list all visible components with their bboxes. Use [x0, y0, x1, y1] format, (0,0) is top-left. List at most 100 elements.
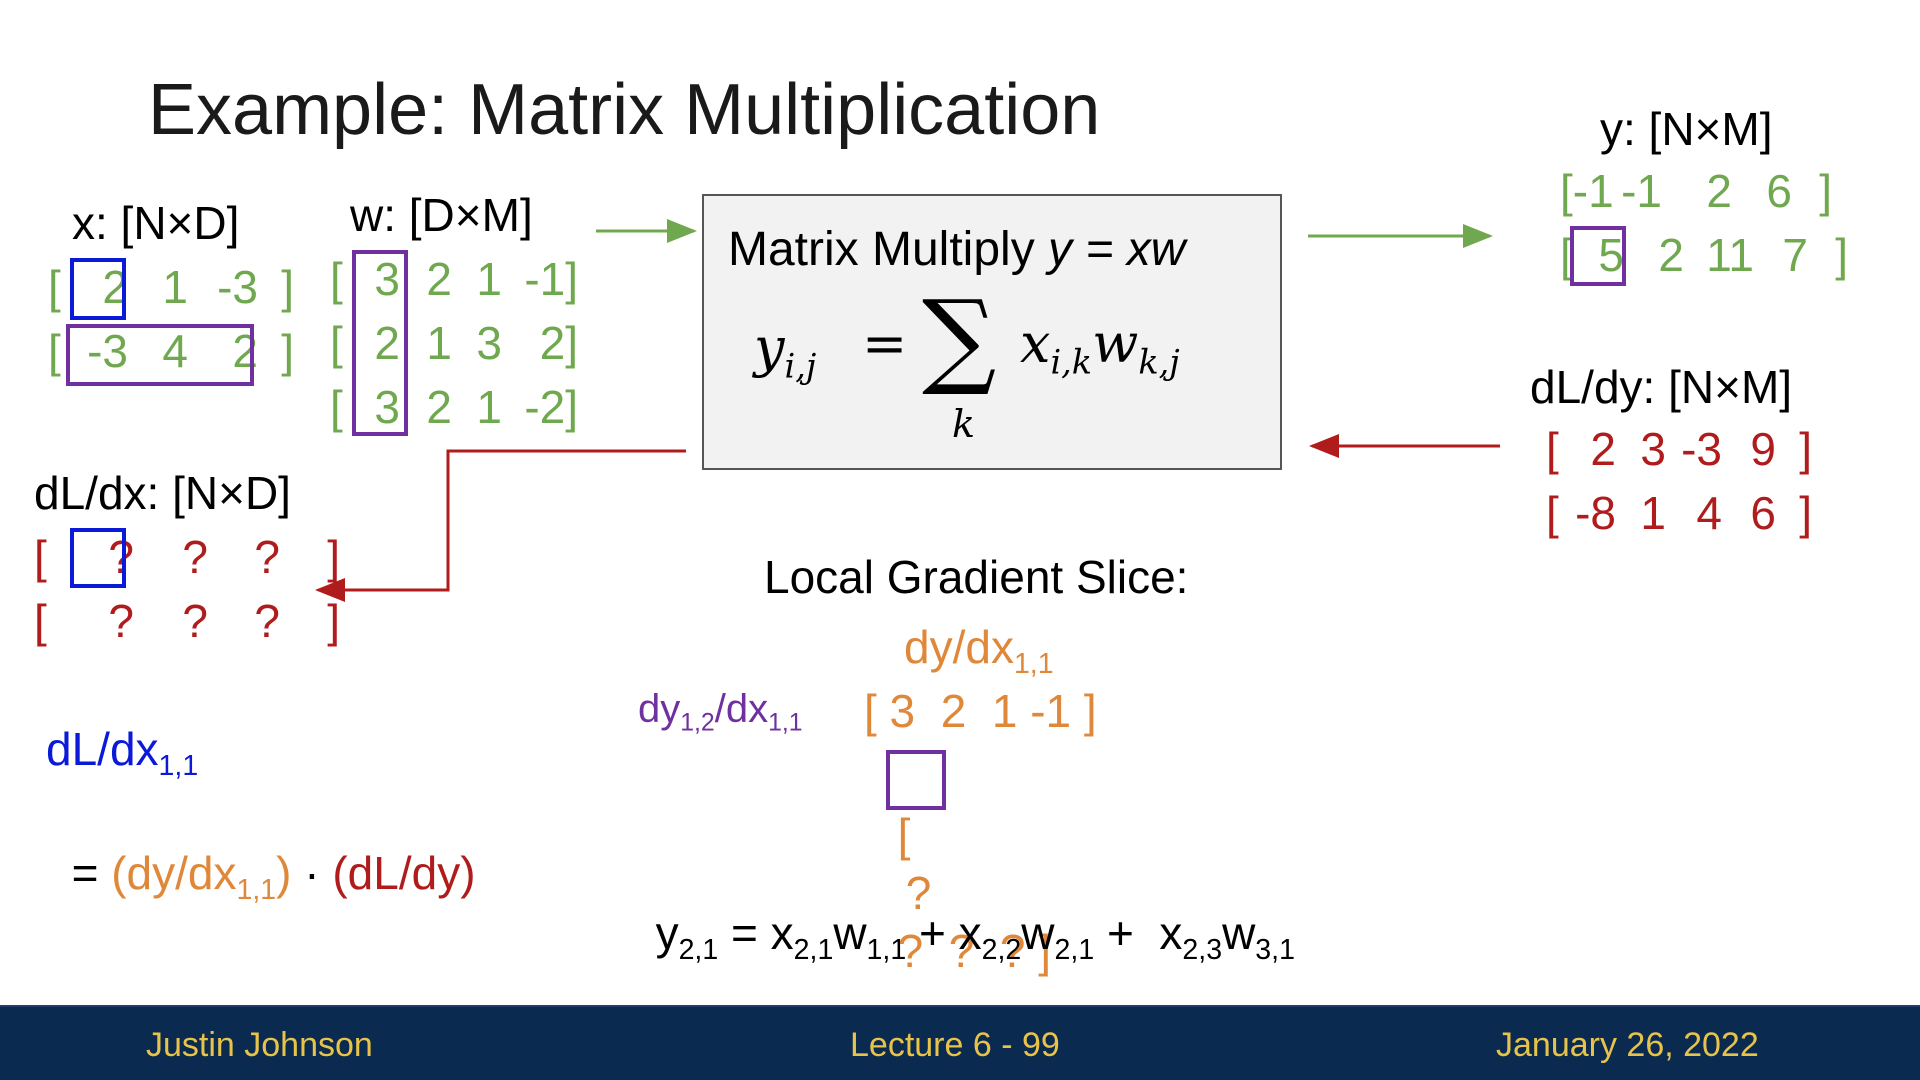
- y-r1-c2: -1: [1621, 165, 1662, 217]
- y-r2-c4: 7: [1782, 229, 1808, 281]
- x-r1-open: [: [48, 261, 61, 313]
- chain-dldx-sub: 1,1: [158, 749, 199, 782]
- chain-dldx: dL/dx: [46, 723, 159, 775]
- eq-sigma-sub: k: [952, 402, 976, 446]
- x-label: x: [N×D]: [72, 197, 240, 249]
- footer-author: Justin Johnson: [146, 1026, 373, 1064]
- x-r2-open: [: [48, 325, 61, 377]
- w-label: w: [D×M]: [350, 189, 533, 241]
- dldy-r2-c2: 1: [1640, 487, 1666, 539]
- row-label-mid: /dx: [714, 687, 769, 731]
- lg-row2-first: ?: [905, 867, 932, 919]
- local-gradient-row1: [ 3 2 1 -1 ]: [864, 685, 1097, 737]
- x-highlight-element: [70, 258, 126, 320]
- w-r2-c1: 2: [374, 317, 400, 369]
- eq-w: w: [1092, 312, 1139, 375]
- chain-part2: (dL/dy): [332, 847, 476, 899]
- y-r1-c4: 6: [1766, 165, 1792, 217]
- chain-eq: =: [71, 847, 112, 899]
- y21-t1: = x: [718, 907, 794, 959]
- x-r2-c1: -3: [87, 325, 128, 377]
- x-highlight-row: [66, 324, 254, 386]
- dldy-r1-c2: 3: [1640, 423, 1666, 475]
- dldy-r1-open: [: [1546, 423, 1559, 475]
- dldx-r2-c2: ?: [182, 595, 208, 647]
- w-r1-c4: -1]: [524, 253, 578, 305]
- w-r3-c4: -2]: [524, 381, 578, 433]
- dldx-highlight-element: [70, 528, 126, 588]
- w-r1-c3: 1: [476, 253, 502, 305]
- y21-s3: 2,2: [981, 933, 1022, 966]
- y-r2-c2: 2: [1658, 229, 1684, 281]
- w-r2-open: [: [330, 317, 343, 369]
- w-matrix: [ 3 2 1 -1] [ 2 1 3 2] [ 3 2 1 -2]: [330, 250, 578, 436]
- y21-t4: w: [1021, 907, 1055, 959]
- w-r3-open: [: [330, 381, 343, 433]
- dldy-r1-c1: 2: [1590, 423, 1616, 475]
- footer-lecture: Lecture 6 - 99: [850, 1026, 1060, 1064]
- local-gradient-row2: [ ? ? ? ? ]: [872, 748, 1051, 980]
- dldy-r2-close: ]: [1799, 487, 1812, 539]
- eq-x: x: [1020, 312, 1051, 375]
- matmul-title: Matrix Multiply y = xw: [728, 220, 1185, 280]
- y21-t5: + x: [1094, 907, 1183, 959]
- dldx-r2-close: ]: [327, 595, 340, 647]
- dldx-r2-c1: ?: [108, 595, 134, 647]
- eq-x-sub: i,k: [1050, 342, 1093, 382]
- y21-t0: y: [655, 907, 679, 959]
- footer-date: January 26, 2022: [1496, 1026, 1759, 1064]
- lg-row2-open: [: [897, 809, 911, 861]
- dldx-r1-close: ]: [327, 531, 340, 583]
- eq-w-sub: k,j: [1138, 342, 1180, 382]
- dydx-text: dy/dx: [904, 621, 1014, 673]
- y21-t2: w: [833, 907, 867, 959]
- matmul-equation-rhs: xi,kwk,j: [1020, 312, 1180, 379]
- eq-y-sub: i,j: [784, 346, 817, 386]
- dldy-r2-c4: 6: [1750, 487, 1776, 539]
- chain-dot: ·: [291, 847, 333, 899]
- w-r1-c1: 3: [374, 253, 400, 305]
- dldy-r2-c1: -8: [1575, 487, 1616, 539]
- y-matrix-row1: [-1 -1 2 6 ]: [1560, 162, 1832, 220]
- chain-rule-line2: = (dy/dx1,1) · (dL/dy): [46, 786, 476, 904]
- eq-sigma: ∑: [922, 277, 997, 399]
- w-r2-c4: 2]: [539, 317, 578, 369]
- dldx-label: dL/dx: [N×D]: [34, 467, 291, 519]
- dldx-r1-open: [: [34, 531, 47, 583]
- y-r1-c3: 2: [1706, 165, 1732, 217]
- y-r2-close: ]: [1835, 229, 1848, 281]
- y-matrix-row2: [ 5 2 11 7 ]: [1560, 226, 1848, 284]
- y21-s4: 2,1: [1054, 933, 1095, 966]
- y21-s2: 1,1: [866, 933, 907, 966]
- arrow-matmul-to-dldx: [315, 449, 686, 602]
- y-r1-c1: [-1: [1560, 165, 1614, 217]
- w-r3-c2: 2: [426, 381, 452, 433]
- dldx-r1-c2: ?: [182, 531, 208, 583]
- y21-s1: 2,1: [793, 933, 834, 966]
- w-r1-c2: 2: [426, 253, 452, 305]
- x-r1-close: ]: [281, 261, 294, 313]
- dldx-matrix: [ ? ? ? ] [ ? ? ? ]: [34, 528, 340, 650]
- dldy-r1-c4: 9: [1750, 423, 1776, 475]
- dldx-r2-open: [: [34, 595, 47, 647]
- w-r3-c3: 1: [476, 381, 502, 433]
- y-r2-open: [: [1560, 229, 1573, 281]
- slide-title: Example: Matrix Multiplication: [148, 70, 1101, 150]
- dldy-r2-c3: 4: [1696, 487, 1722, 539]
- y-label: y: [N×M]: [1600, 103, 1773, 155]
- x-r2-c2: 4: [162, 325, 188, 377]
- dldx-r2-c3: ?: [254, 595, 280, 647]
- x-r1-c3: -3: [217, 261, 258, 313]
- dldy-r2-open: [: [1546, 487, 1559, 539]
- y21-equation: y2,1 = x2,1w1,1 + x2,2w2,1 + x2,3w3,1: [630, 846, 1295, 964]
- matmul-equation-lhs: yi,j: [754, 316, 816, 383]
- row-label-dy: dy: [638, 687, 681, 731]
- eq-equals: =: [862, 312, 908, 375]
- dldy-r1-close: ]: [1799, 423, 1812, 475]
- dldy-label: dL/dy: [N×M]: [1530, 361, 1793, 413]
- local-gradient-highlight: [886, 750, 946, 810]
- matmul-title-prefix: Matrix Multiply: [728, 223, 1049, 276]
- y-r2-c1: 5: [1598, 229, 1624, 281]
- y21-s0: 2,1: [678, 933, 719, 966]
